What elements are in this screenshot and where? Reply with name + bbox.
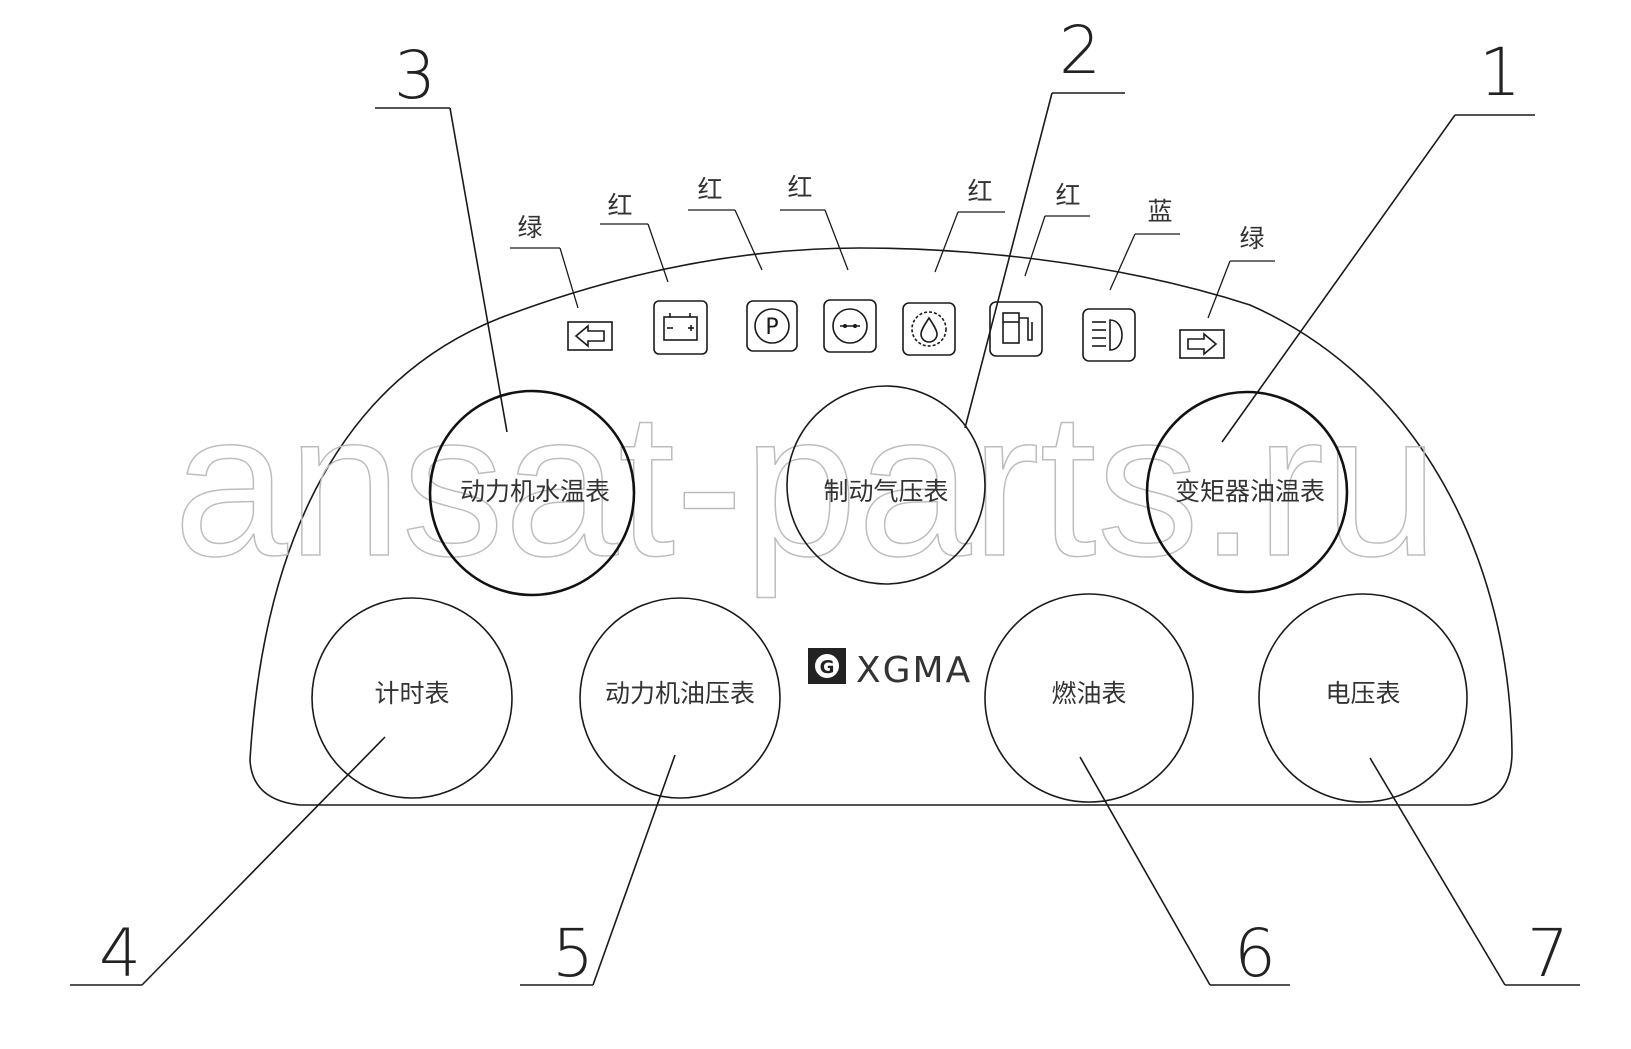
svg-text:计时表: 计时表 [374, 679, 449, 708]
fuel-pump-icon [989, 301, 1043, 357]
high-beam-icon [1082, 308, 1136, 362]
parking-brake-icon: P [746, 300, 798, 352]
brand-name: XGMA [856, 650, 972, 691]
battery-icon [653, 300, 708, 355]
indicator-callout-high-beam: 蓝 [1109, 197, 1180, 291]
svg-text:红: 红 [697, 175, 722, 204]
svg-text:1: 1 [1479, 34, 1521, 111]
gauge-hour-meter: 计时表 [311, 597, 513, 799]
svg-text:电压表: 电压表 [1325, 679, 1400, 708]
svg-text:红: 红 [607, 191, 632, 220]
indicator-callout-brake: 红 [780, 173, 849, 271]
svg-text:P: P [765, 315, 778, 340]
svg-text:6: 6 [1234, 915, 1276, 992]
indicator-callout-fuel-low: 红 [1024, 181, 1090, 277]
callout-5: 5 [520, 754, 676, 992]
brake-warning-icon [823, 299, 877, 353]
indicator-callout-parking: 红 [688, 175, 763, 271]
svg-text:动力机水温表: 动力机水温表 [460, 477, 610, 506]
indicator-callout-right-turn: 绿 [1207, 224, 1275, 319]
svg-text:4: 4 [99, 915, 141, 992]
svg-text:燃油表: 燃油表 [1051, 679, 1126, 708]
callout-3: 3 [375, 37, 508, 433]
callout-2: 2 [964, 12, 1125, 429]
left-arrow-icon [567, 321, 613, 351]
svg-text:蓝: 蓝 [1147, 197, 1172, 226]
callout-1: 1 [1221, 34, 1535, 443]
svg-text:制动气压表: 制动气压表 [823, 477, 948, 506]
svg-text:变矩器油温表: 变矩器油温表 [1175, 477, 1325, 506]
svg-text:红: 红 [967, 177, 992, 206]
svg-text:5: 5 [552, 915, 594, 992]
gauge-converter-oil-temp: 变矩器油温表 [1145, 390, 1349, 594]
callout-7: 7 [1369, 757, 1580, 992]
panel-outline [249, 247, 1513, 806]
svg-text:绿: 绿 [517, 213, 542, 242]
right-arrow-icon [1179, 329, 1225, 359]
gauge-brake-air: 制动气压表 [786, 385, 986, 585]
svg-text:2: 2 [1059, 12, 1101, 89]
indicator-callout-left-turn: 绿 [510, 213, 579, 309]
oil-pressure-icon [902, 302, 956, 356]
gauge-water-temp: 动力机水温表 [428, 389, 636, 597]
indicator-callout-oil-pressure: 红 [934, 177, 1005, 273]
svg-text:3: 3 [394, 37, 436, 114]
watermark: ansat-parts.ru [174, 370, 1439, 599]
indicator-callout-battery: 红 [600, 191, 669, 283]
gauge-engine-oil-pressure: 动力机油压表 [579, 597, 781, 799]
callout-4: 4 [70, 736, 386, 992]
svg-text:红: 红 [787, 173, 812, 202]
gauge-voltmeter: 电压表 [1258, 593, 1468, 803]
svg-text:7: 7 [1527, 915, 1569, 992]
callout-6: 6 [1079, 756, 1290, 992]
brand-logo: G XGMA [808, 648, 972, 691]
svg-text:动力机油压表: 动力机油压表 [605, 679, 755, 708]
svg-text:红: 红 [1055, 181, 1080, 210]
svg-text:绿: 绿 [1239, 224, 1264, 253]
svg-text:G: G [820, 657, 835, 678]
gauge-fuel: 燃油表 [984, 593, 1194, 803]
